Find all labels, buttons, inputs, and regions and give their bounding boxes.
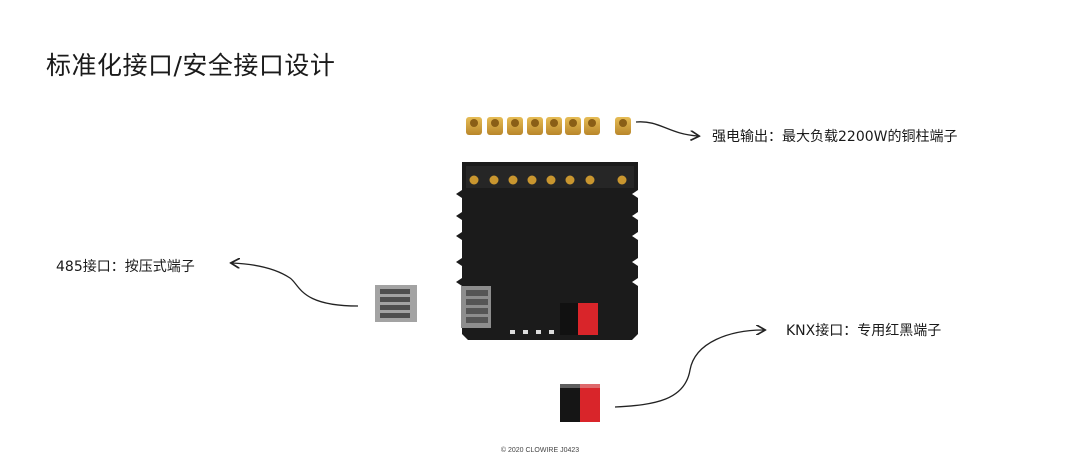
curved-arrow-icon	[232, 263, 359, 307]
copper-pin-icon	[546, 117, 562, 135]
copper-pin-icon	[565, 117, 581, 135]
copper-pin-icon	[487, 117, 503, 135]
knx-label: KNX接口：专用红黑端子	[786, 323, 942, 339]
rs485-label: 485接口：按压式端子	[56, 259, 195, 275]
copper-pin-icon	[527, 117, 543, 135]
knx-terminal-detached	[560, 384, 600, 422]
curved-arrow-icon	[635, 121, 698, 136]
copper-pin-row	[466, 117, 631, 135]
page-title: 标准化接口/安全接口设计	[46, 51, 336, 80]
copper-pin-icon	[466, 117, 482, 135]
copper-pin-icon	[507, 117, 523, 135]
module-body	[456, 162, 638, 340]
rs485-terminal-detached	[375, 285, 417, 322]
rs485-terminal-installed	[461, 286, 491, 328]
knx-terminal-installed	[560, 303, 598, 335]
copper-pin-icon	[615, 117, 631, 135]
power-output-label: 强电输出：最大负载2200W的铜柱端子	[712, 129, 958, 145]
copyright-text: © 2020 CLOWIRE J0423	[500, 447, 580, 454]
curved-arrow-icon	[614, 330, 764, 408]
copper-pin-icon	[584, 117, 600, 135]
